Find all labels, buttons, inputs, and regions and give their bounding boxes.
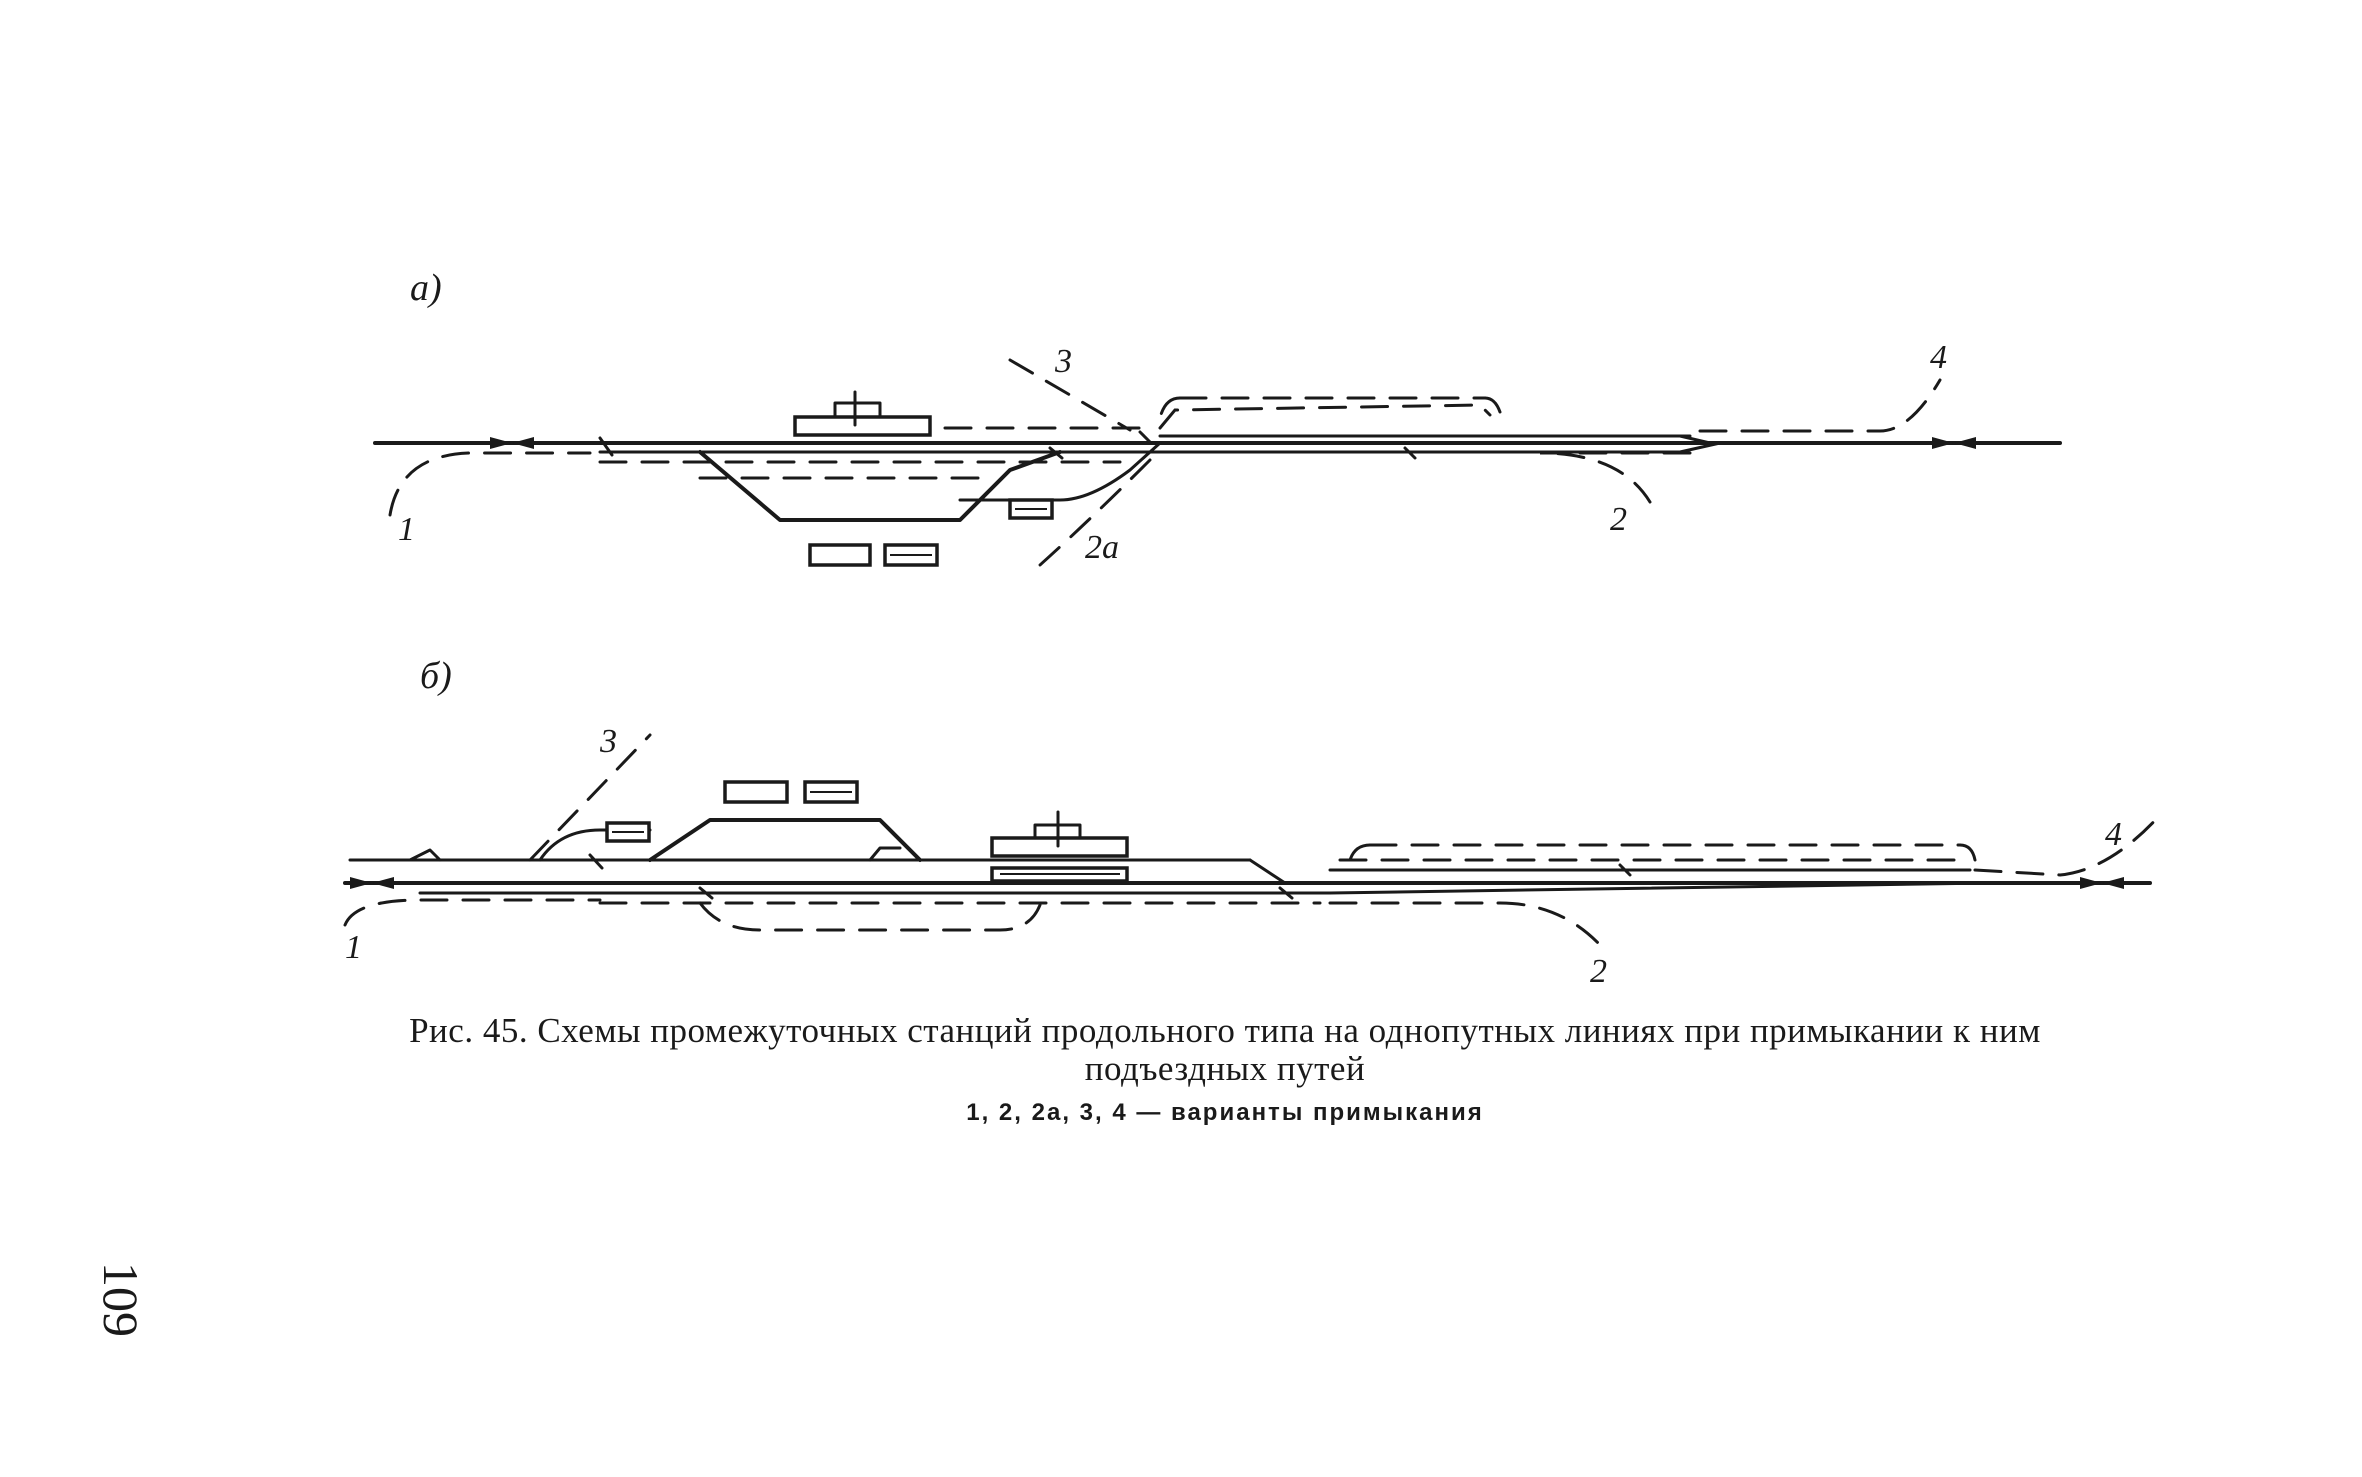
panel-a-switch-tick-2	[1048, 446, 1064, 460]
panel-a-switch-right	[1678, 434, 1712, 445]
page-number: 109	[93, 1262, 149, 1337]
panel-b-dashed-top-right	[1958, 843, 1977, 862]
panel-b-variant-3-path	[528, 733, 652, 862]
panel-b-label-1: 1	[345, 929, 362, 966]
panel-a-variant-3-path	[1008, 358, 1132, 432]
panel-b-dashed-loop	[698, 901, 1042, 932]
panel-b-letter: б)	[420, 655, 452, 697]
panel-a-dashed-top-left	[1158, 396, 1182, 420]
panel-a-variant-4-path	[1698, 378, 1942, 433]
panel-b-arrow-left-in	[350, 877, 372, 889]
panel-b-siding-stub	[868, 846, 902, 862]
panel-a-label-2: 2	[1610, 501, 1627, 538]
panel-a-label-3: 3	[1054, 343, 1072, 380]
panel-a-variant-2-path	[1539, 451, 1692, 504]
panel-b-switch-tick-3	[1278, 886, 1294, 900]
panel-a-label-4: 4	[1930, 339, 1947, 376]
panel-a-switch-tick-4	[1138, 430, 1152, 444]
panel-b-variant-2-path	[1328, 901, 1602, 947]
panel-a-variant-2a-path	[1038, 458, 1152, 567]
panel-a-station-mark	[833, 390, 882, 427]
panel-a-dashed-upper-right	[1158, 403, 1492, 430]
panel-b-label-3: 3	[599, 723, 617, 760]
panel-b-arrow-right-in	[2080, 877, 2102, 889]
panel-b-left-stub	[348, 848, 442, 862]
panel-b-variant-4-path	[1973, 813, 2162, 877]
panel-a-switch-tick-1	[598, 436, 614, 457]
panel-a-letter: а)	[410, 267, 442, 309]
panel-a-label-2a: 2а	[1085, 529, 1119, 566]
panel-b-arrow-right-out	[2102, 877, 2124, 889]
panel-a-arrow-right-in	[1932, 437, 1954, 449]
panel-b-switch-tick-4	[1618, 863, 1632, 877]
panel-a-switch-tick-3	[1403, 446, 1417, 460]
panel-b-variant-1-path	[343, 898, 602, 927]
panel-b-switch-tick-1	[588, 853, 604, 870]
panel-a-switch-right-2	[1678, 441, 1722, 454]
caption-subtitle: 1, 2, 2а, 3, 4 — варианты примыкания	[966, 1099, 1484, 1126]
panel-b-siding-left	[538, 828, 652, 862]
panel-b-switch-tick-2	[698, 886, 714, 900]
panel-a-variant-1-path	[388, 451, 592, 517]
panel-b-station-mark	[1033, 810, 1082, 848]
caption-line-1: Рис. 45. Схемы промежуточных станций про…	[409, 1011, 2041, 1050]
panel-a-station-building	[793, 415, 932, 437]
caption-line-2: подъездных путей	[1084, 1049, 1366, 1088]
panel-b-track-upper-switch	[1248, 858, 1287, 885]
panel-a: а)	[373, 267, 2062, 567]
panel-b-arrow-left-out	[372, 877, 394, 889]
panel-b-siding-track	[648, 818, 922, 862]
panel-b: б)	[343, 655, 2162, 990]
panel-a-loop-track	[698, 450, 1062, 522]
panel-a-arrow-left-in	[490, 437, 512, 449]
panel-b-label-4: 4	[2105, 816, 2122, 853]
panel-a-siding-track	[958, 441, 1162, 502]
panel-a-dashed-top-right	[1483, 396, 1502, 414]
panel-a-arrow-left-out	[512, 437, 534, 449]
panel-a-label-1: 1	[398, 511, 415, 548]
panel-b-warehouse-1	[723, 780, 789, 804]
panel-b-track-right-join	[1328, 881, 1992, 895]
panel-a-warehouse-1	[808, 543, 872, 567]
panel-b-label-2: 2	[1590, 953, 1607, 990]
figure-caption: Рис. 45. Схемы промежуточных станций про…	[290, 1012, 2160, 1132]
panel-b-dashed-top-left	[1348, 843, 1372, 862]
panel-a-arrow-right-out	[1954, 437, 1976, 449]
